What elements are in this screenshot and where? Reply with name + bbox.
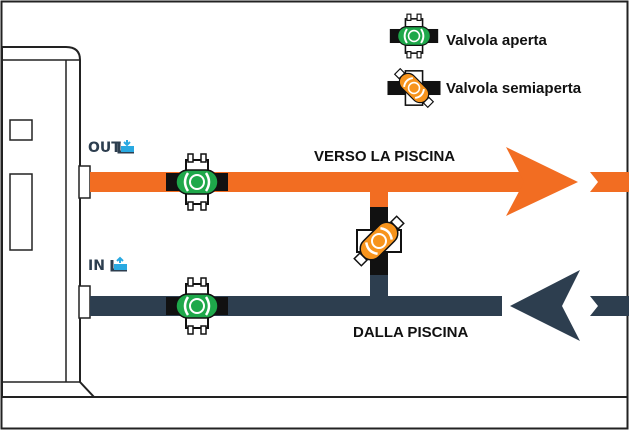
from-pool-label: DALLA PISCINA — [353, 324, 469, 341]
outlet-water-icon — [117, 140, 134, 154]
inlet-water-icon — [110, 256, 127, 272]
to-pool-label: VERSO LA PISCINA — [314, 148, 456, 165]
from-pool-arrow — [510, 270, 580, 341]
outlet-connector — [78, 165, 91, 199]
unit-handle — [9, 119, 33, 141]
inlet-connector — [78, 285, 91, 319]
inlet-open-valve — [164, 276, 230, 336]
legend-half-open-valve-label: Valvola semiaperta — [446, 80, 582, 97]
inlet-label: IN — [88, 258, 105, 274]
outlet-label: OUT — [88, 140, 121, 156]
legend-open-valve-icon — [388, 13, 440, 59]
legend-open-valve-label: Valvola aperta — [446, 32, 547, 49]
legend-half-open-valve-icon — [386, 64, 442, 112]
pipe-continuation-right-cold — [590, 296, 629, 316]
pipe-continuation-right — [590, 172, 629, 192]
outlet-open-valve — [164, 152, 230, 212]
to-pool-arrow — [506, 147, 578, 216]
unit-panel — [9, 173, 33, 251]
bypass-half-open-valve — [348, 205, 410, 277]
heat-pump-unit — [1, 46, 97, 398]
